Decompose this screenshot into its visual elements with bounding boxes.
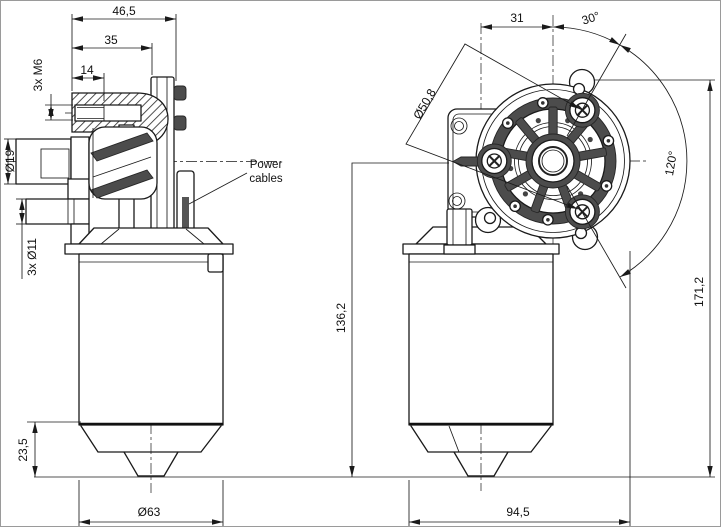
end-cap-side xyxy=(79,422,223,477)
motor-nub xyxy=(207,253,224,273)
dim-d11-label: 3x Ø11 xyxy=(25,238,39,276)
ear-hole xyxy=(483,211,497,225)
worm-tooth xyxy=(90,169,154,199)
plate-bolt xyxy=(173,85,187,101)
dim-94-5-label: 94,5 xyxy=(506,505,530,519)
end-cap-front xyxy=(409,422,553,477)
power-cables-leader xyxy=(188,172,248,205)
dim-30deg-label: 30° xyxy=(580,9,602,28)
dim-35-label: 35 xyxy=(104,33,118,47)
front-view xyxy=(402,15,646,491)
dim-d50-8-label: Ø50,8 xyxy=(410,86,439,122)
dim-120deg-label: 120° xyxy=(662,150,680,177)
power-cables-label-line2: cables xyxy=(249,173,282,185)
power-connector-front xyxy=(443,208,476,255)
mount-arm-side xyxy=(25,178,90,245)
output-shaft xyxy=(15,136,90,188)
dimensions xyxy=(4,14,715,526)
side-view xyxy=(6,76,281,493)
dim-d63-label: Ø63 xyxy=(138,505,161,519)
bolt-boss xyxy=(476,143,512,179)
dim-arc-120 xyxy=(619,44,688,278)
mounting-bracket-side xyxy=(64,227,234,255)
worm-tooth xyxy=(90,132,154,162)
dim-line-136-2 xyxy=(349,162,449,477)
dim-171-2-label: 171,2 xyxy=(692,277,706,307)
dim-m6-label: 3x M6 xyxy=(31,58,45,91)
dim-31-label: 31 xyxy=(510,11,524,25)
worm-gear-side xyxy=(88,124,158,232)
dim-arc-30 xyxy=(552,24,621,46)
plate-bolt xyxy=(173,115,187,131)
dim-136-2-label: 136,2 xyxy=(334,303,348,333)
gearbox-wheel xyxy=(452,68,631,251)
dim-46-5-label: 46,5 xyxy=(112,4,136,18)
dim-d19-label: Ø19 xyxy=(3,149,17,172)
ring-screws xyxy=(501,97,615,226)
dim-14-label: 14 xyxy=(80,63,94,77)
motor-body-side xyxy=(78,253,224,426)
motor-body-front xyxy=(408,253,554,426)
dim-line-d50-8 xyxy=(405,43,581,210)
plate-hole xyxy=(450,117,468,135)
dim-23-5-label: 23,5 xyxy=(16,438,30,462)
hub xyxy=(525,133,581,189)
power-cables-label-line1: Power xyxy=(250,159,283,171)
